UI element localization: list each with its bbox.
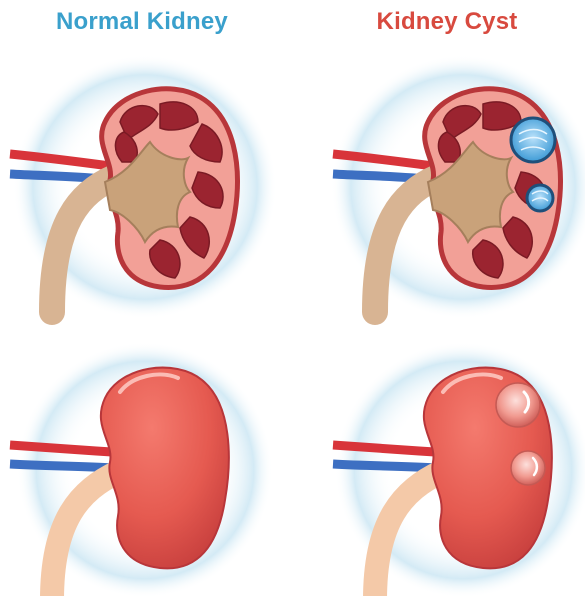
kidney-surface [101,368,229,569]
kidney-cyst-exterior [333,340,585,595]
renal-vein [333,464,437,468]
cyst-large [511,118,555,162]
renal-vein [10,464,114,468]
normal-kidney-exterior [10,340,275,595]
cyst-small [527,185,553,211]
kidney-cyst-cross-section [333,62,585,327]
kidney-cyst-title: Kidney Cyst [312,8,582,36]
cyst-small-exterior [511,451,545,485]
normal-kidney-cross-section [10,62,275,327]
normal-kidney-title: Normal Kidney [7,8,277,36]
cyst-large-exterior [496,383,540,427]
